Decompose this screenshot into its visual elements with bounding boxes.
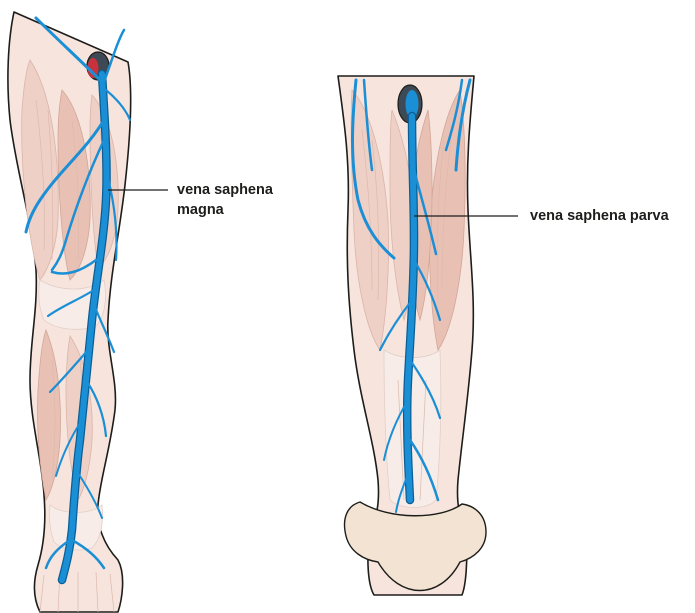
front-leg-illustration xyxy=(8,12,168,612)
back-leg-illustration xyxy=(338,76,518,595)
label-vena-saphena-magna-line2: magna xyxy=(177,202,225,218)
label-vena-saphena-parva: vena saphena parva xyxy=(530,208,670,224)
label-vena-saphena-magna-line1: vena saphena xyxy=(177,182,274,198)
